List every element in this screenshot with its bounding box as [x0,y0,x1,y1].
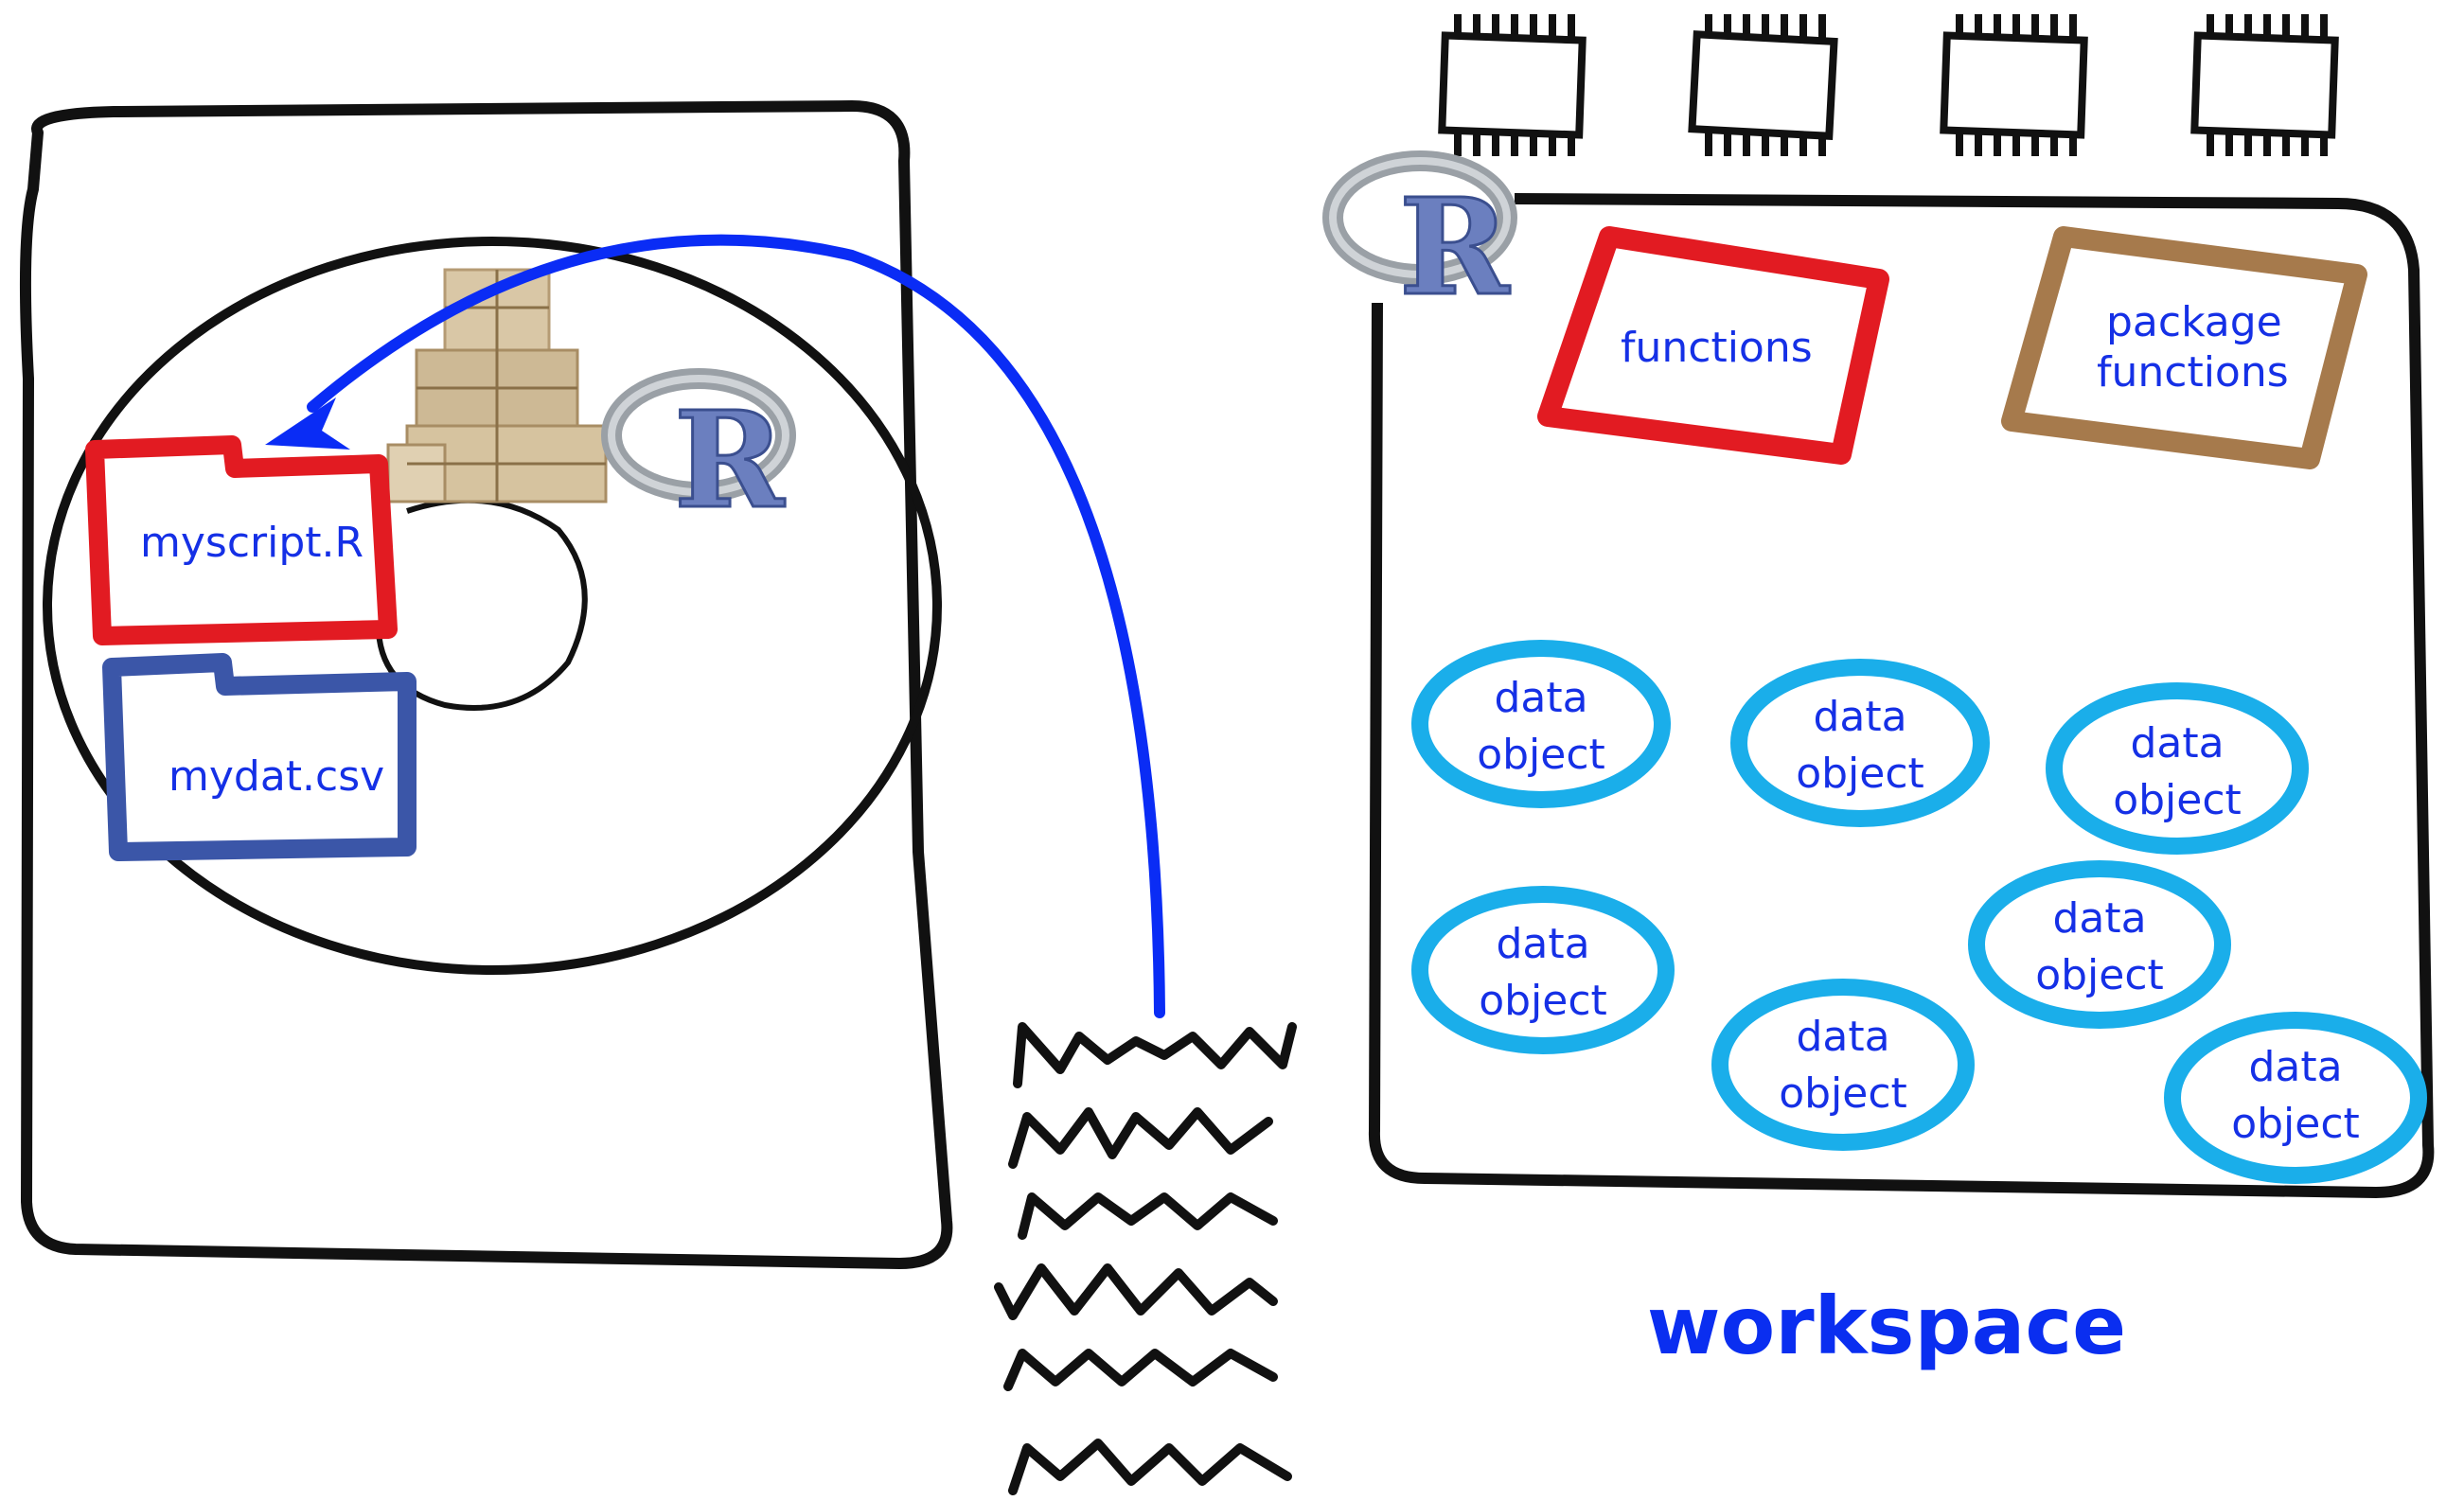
data-object[interactable]: data object [1739,667,1981,819]
data-object-label: object [1477,731,1605,779]
data-object-label: object [1779,1069,1907,1118]
data-object-label: object [2113,776,2242,824]
r-logo-icon: R [612,379,786,539]
data-object[interactable]: data object [1420,894,1666,1046]
save-arrow [265,240,1160,1013]
data-object[interactable]: data object [1977,869,2223,1020]
package-functions-box[interactable]: package functions [2012,237,2357,459]
packages-boxes-icon [388,270,606,502]
data-object-label: object [2035,951,2164,999]
data-object[interactable]: data object [2054,691,2300,846]
data-object-label: object [1796,750,1924,798]
package-functions-label-line2: functions [2097,348,2289,397]
scribble-text-icon [999,1027,1292,1491]
data-object-label: data [1813,693,1906,741]
package-functions-label-line1: package [2106,298,2282,346]
svg-text:R: R [1399,170,1511,326]
data-object[interactable]: data object [1420,648,1662,800]
functions-label: functions [1621,324,1813,372]
memory-chip-icon [1442,14,2334,156]
data-object-label: data [1796,1013,1889,1061]
file-mydat[interactable]: mydat.csv [112,662,407,852]
workspace-title: workspace [1647,1280,2126,1372]
file-myscript-label: myscript.R [140,519,363,567]
data-object-label: data [2248,1043,2342,1091]
data-object-label: data [2052,894,2146,943]
data-object[interactable]: data object [1720,987,1966,1142]
data-object-label: data [2130,719,2224,768]
data-object[interactable]: data object [2172,1020,2419,1175]
r-logo-icon: R [1333,161,1511,326]
svg-text:R: R [674,383,786,539]
functions-box[interactable]: functions [1548,237,1879,454]
data-object-label: data [1496,920,1589,968]
data-object-label: data [1494,674,1587,722]
file-myscript[interactable]: myscript.R [95,445,388,636]
data-object-label: object [2231,1100,2360,1148]
data-object-label: object [1479,977,1607,1025]
file-mydat-label: mydat.csv [168,752,384,801]
